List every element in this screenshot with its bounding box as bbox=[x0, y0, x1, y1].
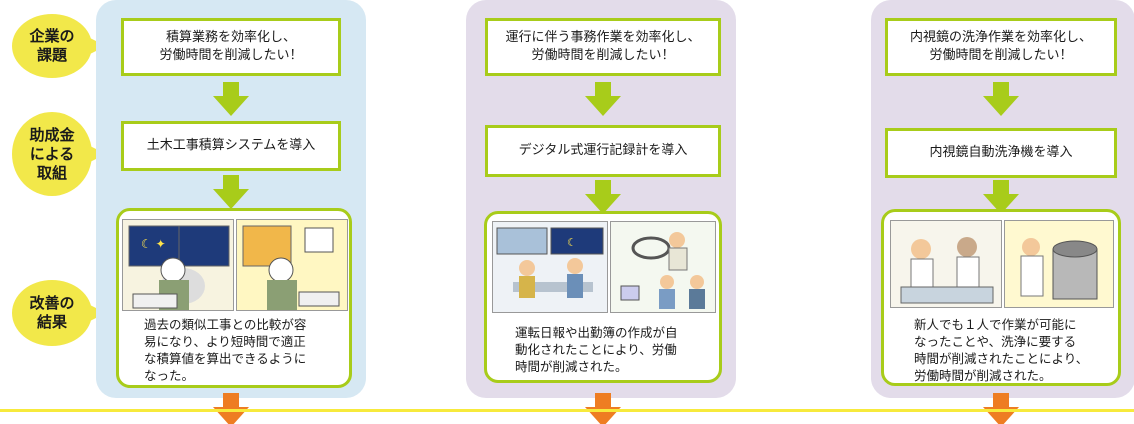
col2-illustration-driver bbox=[610, 221, 716, 313]
col3-illustration-nurses bbox=[890, 220, 1002, 308]
col2-challenge-box: 運行に伴う事務作業を効率化し、 労働時間を削減したい！ bbox=[485, 18, 721, 76]
col3-result-text: 新人でも１人で作業が可能に なったことや、洗浄に要する 時間が削減されたことによ… bbox=[914, 317, 1089, 383]
col2-arrow-2 bbox=[585, 180, 621, 214]
col3-illustration-washer bbox=[1004, 220, 1114, 308]
col1-illustration-night: ☾ ✦ bbox=[122, 219, 234, 311]
bottom-divider bbox=[0, 409, 1134, 412]
label-challenge: 企業の 課題 bbox=[12, 14, 106, 78]
col1-arrow-1 bbox=[213, 82, 249, 116]
col3-challenge-box: 内視鏡の洗浄作業を効率化し、 労働時間を削減したい！ bbox=[885, 18, 1117, 76]
svg-text:☾ ✦: ☾ ✦ bbox=[141, 237, 166, 251]
col1-result-text: 過去の類似工事との比較が容 易になり、より短時間で適正 な積算値を算出できるよう… bbox=[144, 317, 307, 383]
label-initiative: 助成金 による 取組 bbox=[12, 112, 106, 196]
col2-illustration-office: ☾ bbox=[492, 221, 608, 313]
col2-result-text: 運転日報や出勤簿の作成が自 動化されたことにより、労働 時間が削減された。 bbox=[515, 325, 678, 374]
svg-text:☾: ☾ bbox=[567, 236, 577, 249]
col1-arrow-2 bbox=[213, 175, 249, 209]
col1-illustration-day bbox=[236, 219, 348, 311]
label-result: 改善の 結果 bbox=[12, 280, 106, 346]
col3-arrow-1 bbox=[983, 82, 1019, 116]
col3-initiative-box: 内視鏡自動洗浄機を導入 bbox=[885, 128, 1117, 178]
col2-arrow-1 bbox=[585, 82, 621, 116]
col1-challenge-box: 積算業務を効率化し、 労働時間を削減したい！ bbox=[121, 18, 341, 76]
col2-initiative-box: デジタル式運行記録計を導入 bbox=[485, 125, 721, 177]
col1-initiative-box: 土木工事積算システムを導入 bbox=[121, 121, 341, 171]
